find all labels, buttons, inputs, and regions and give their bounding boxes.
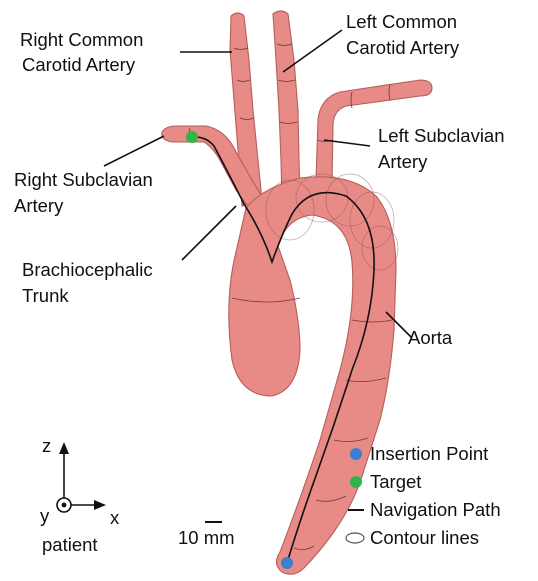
label-brachiocephalic-line1: Brachiocephalic xyxy=(22,259,153,280)
label-right-common-carotid-line2: Carotid Artery xyxy=(22,54,136,75)
target-point xyxy=(186,131,198,143)
legend-path-label: Navigation Path xyxy=(370,499,501,520)
insertion-point xyxy=(281,557,293,569)
legend-target-label: Target xyxy=(370,471,421,492)
label-right-common-carotid-line1: Right Common xyxy=(20,29,143,50)
x-arrowhead xyxy=(94,500,106,510)
label-aorta: Aorta xyxy=(408,327,453,348)
axes-indicator: z y x patient xyxy=(40,435,120,555)
label-left-common-carotid-line2: Carotid Artery xyxy=(346,37,460,58)
legend-insertion-marker xyxy=(350,448,362,460)
label-left-common-carotid-line1: Left Common xyxy=(346,11,457,32)
label-right-subclavian-line1: Right Subclavian xyxy=(14,169,153,190)
axis-z-label: z xyxy=(42,435,51,456)
scale-bar-label: 10 mm xyxy=(178,527,235,548)
legend-contour-marker xyxy=(346,533,364,543)
legend-contour-label: Contour lines xyxy=(370,527,479,548)
axis-y-label: y xyxy=(40,505,50,526)
legend-insertion-label: Insertion Point xyxy=(370,443,488,464)
left-common-carotid-artery xyxy=(273,11,300,200)
axis-x-label: x xyxy=(110,507,120,528)
label-right-subclavian-line2: Artery xyxy=(14,195,64,216)
z-arrowhead xyxy=(59,442,69,454)
legend: Insertion Point Target Navigation Path C… xyxy=(346,443,501,548)
label-brachiocephalic-line2: Trunk xyxy=(22,285,69,306)
legend-target-marker xyxy=(350,476,362,488)
label-left-subclavian-line1: Left Subclavian xyxy=(378,125,505,146)
axis-caption: patient xyxy=(42,534,98,555)
label-left-subclavian-line2: Artery xyxy=(378,151,428,172)
